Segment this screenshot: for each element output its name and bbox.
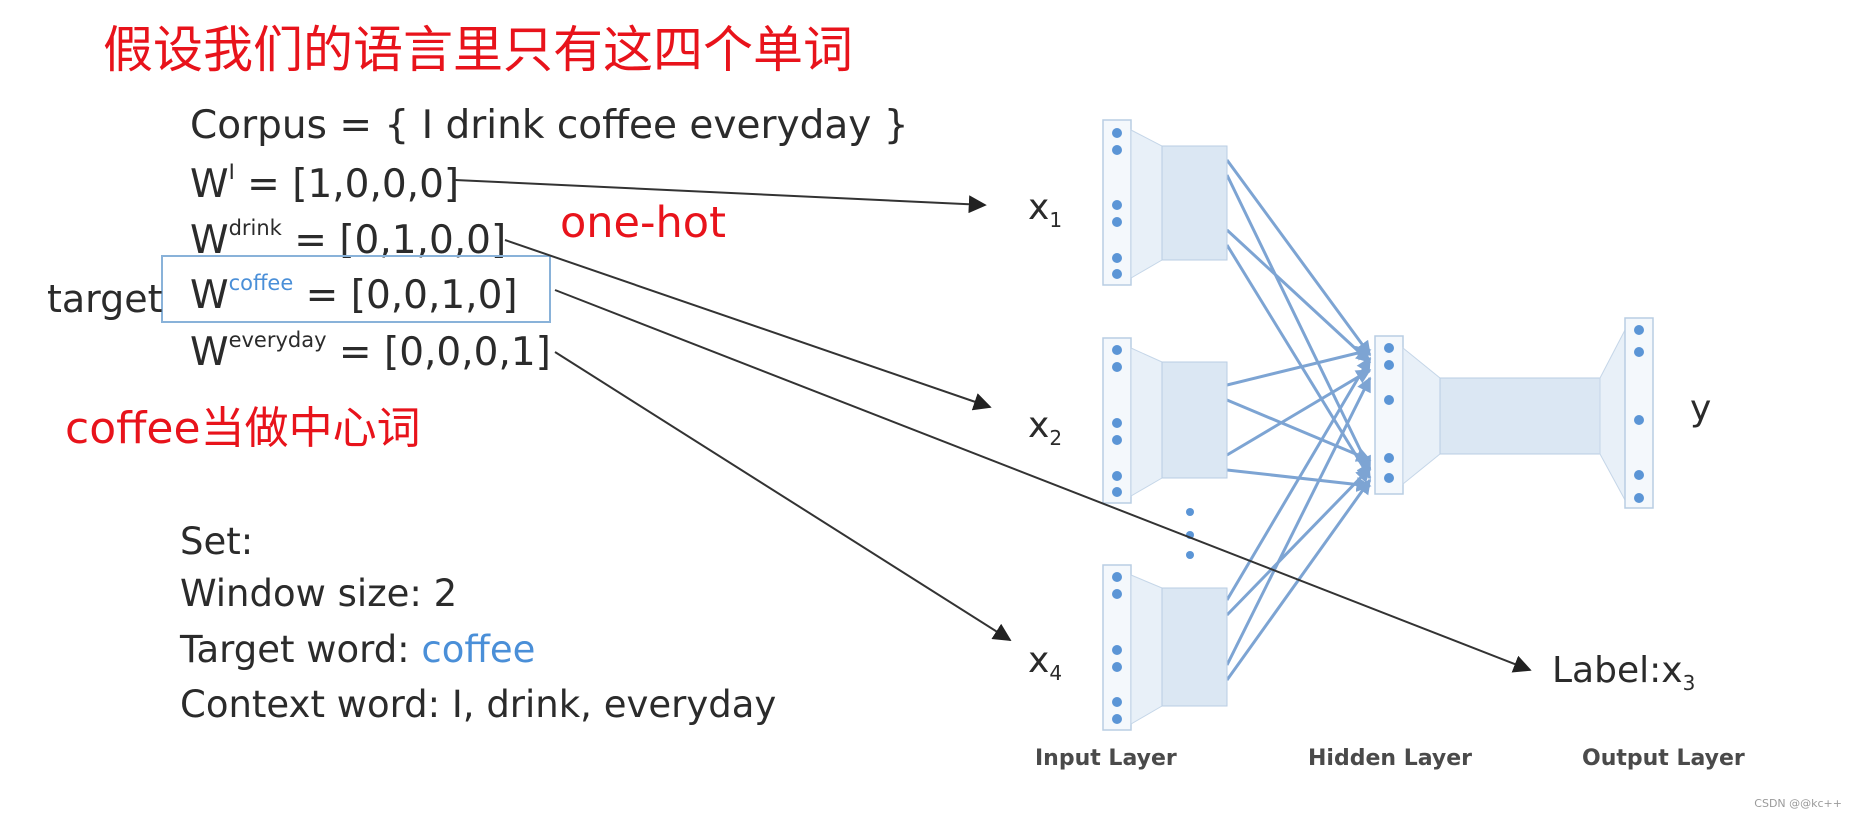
target-highlight-box [161, 255, 551, 323]
neuron [1112, 471, 1122, 481]
connection-line [1225, 376, 1372, 666]
neuron [1112, 572, 1122, 582]
input-symbol: x [1028, 187, 1050, 228]
neuron [1112, 145, 1122, 155]
neuron [1112, 418, 1122, 428]
label-x3: Label:x3 [1552, 650, 1695, 695]
input-block-x1 [1102, 119, 1228, 286]
neuron [1112, 345, 1122, 355]
neuron [1384, 343, 1394, 353]
input-symbol: x [1028, 405, 1050, 446]
input-subscript: 4 [1049, 661, 1063, 686]
input-block-x4 [1102, 564, 1228, 731]
window-size: Window size: 2 [180, 572, 458, 615]
target-word-label: Target word: [180, 628, 422, 671]
connection-line [1225, 356, 1372, 601]
source-credit: CSDN @@kc++ [1754, 797, 1842, 810]
neuron [1112, 645, 1122, 655]
output-layer-label: Output Layer [1582, 746, 1745, 771]
vector-everyday: Weveryday = [0,0,0,1] [190, 328, 551, 375]
vector-base: W [190, 330, 229, 375]
vector-word: everyday [228, 328, 327, 352]
ellipsis-icon [1186, 508, 1194, 559]
one-hot-annotation: one-hot [560, 198, 726, 248]
vector-word: drink [228, 216, 282, 240]
input-x4: x4 [1028, 640, 1062, 685]
neuron [1384, 473, 1394, 483]
connection-line [1226, 398, 1372, 462]
vector-value: = [0,0,1,0] [293, 273, 518, 318]
connection-line [1226, 345, 1372, 387]
neuron [1634, 325, 1644, 335]
connection-line [1225, 159, 1372, 357]
neuron [1634, 470, 1644, 480]
neuron [1112, 362, 1122, 372]
connection-line [1225, 466, 1372, 617]
label-text: Label:x [1552, 650, 1683, 691]
output-y: y [1690, 388, 1712, 429]
neuron [1112, 714, 1122, 724]
neuron [1634, 347, 1644, 357]
neuron [1112, 217, 1122, 227]
target-label: target [47, 277, 163, 321]
arrow-everyday-to-x4 [554, 351, 1012, 641]
label-subscript: 3 [1682, 671, 1696, 696]
arrow-drink-to-x2 [504, 239, 992, 411]
neuron [1634, 493, 1644, 503]
neuron [1112, 487, 1122, 497]
input-subscript: 1 [1049, 208, 1063, 233]
neuron [1112, 128, 1122, 138]
settings-heading: Set: [180, 520, 254, 563]
page-title: 假设我们的语言里只有这四个单词 [103, 21, 853, 79]
arrow-coffee-to-label [554, 289, 1532, 673]
vector-coffee: Wcoffee = [0,0,1,0] [190, 271, 518, 318]
vector-value: = [1,0,0,0] [234, 162, 460, 207]
vector-word: coffee [228, 271, 294, 295]
neuron [1112, 589, 1122, 599]
hidden-layer [1374, 335, 1601, 495]
input-block-x2 [1102, 337, 1228, 504]
neuron [1112, 269, 1122, 279]
input-subscript: 2 [1049, 426, 1063, 451]
input-x1: x1 [1028, 187, 1062, 232]
vector-base: W [190, 273, 229, 318]
neuron [1384, 453, 1394, 463]
neuron [1112, 253, 1122, 263]
vector-value: = [0,0,0,1] [326, 330, 551, 375]
vector-word: I [228, 160, 235, 184]
center-word-annotation: coffee当做中心词 [65, 403, 421, 454]
arrow-i-to-x1 [454, 179, 987, 214]
input-x2: x2 [1028, 405, 1062, 450]
neuron [1384, 395, 1394, 405]
neuron [1634, 415, 1644, 425]
connection-line [1225, 228, 1372, 364]
vector-i: WI = [1,0,0,0] [190, 160, 459, 207]
neuron [1384, 360, 1394, 370]
target-word: Target word: coffee [180, 628, 535, 671]
context-word: Context word: I, drink, everyday [180, 683, 777, 726]
neuron [1112, 662, 1122, 672]
connection-line [1225, 174, 1372, 472]
hidden-layer-label: Hidden Layer [1308, 746, 1472, 771]
output-layer [1599, 317, 1654, 509]
connection-line [1226, 368, 1372, 457]
neuron [1112, 435, 1122, 445]
input-layer-label: Input Layer [1035, 746, 1177, 771]
vector-base: W [190, 162, 229, 207]
corpus-line: Corpus = { I drink coffee everyday } [190, 103, 909, 148]
connection-line [1225, 244, 1372, 480]
input-symbol: x [1028, 640, 1050, 681]
neuron [1112, 697, 1122, 707]
neuron [1112, 200, 1122, 210]
target-word-value: coffee [421, 628, 536, 671]
